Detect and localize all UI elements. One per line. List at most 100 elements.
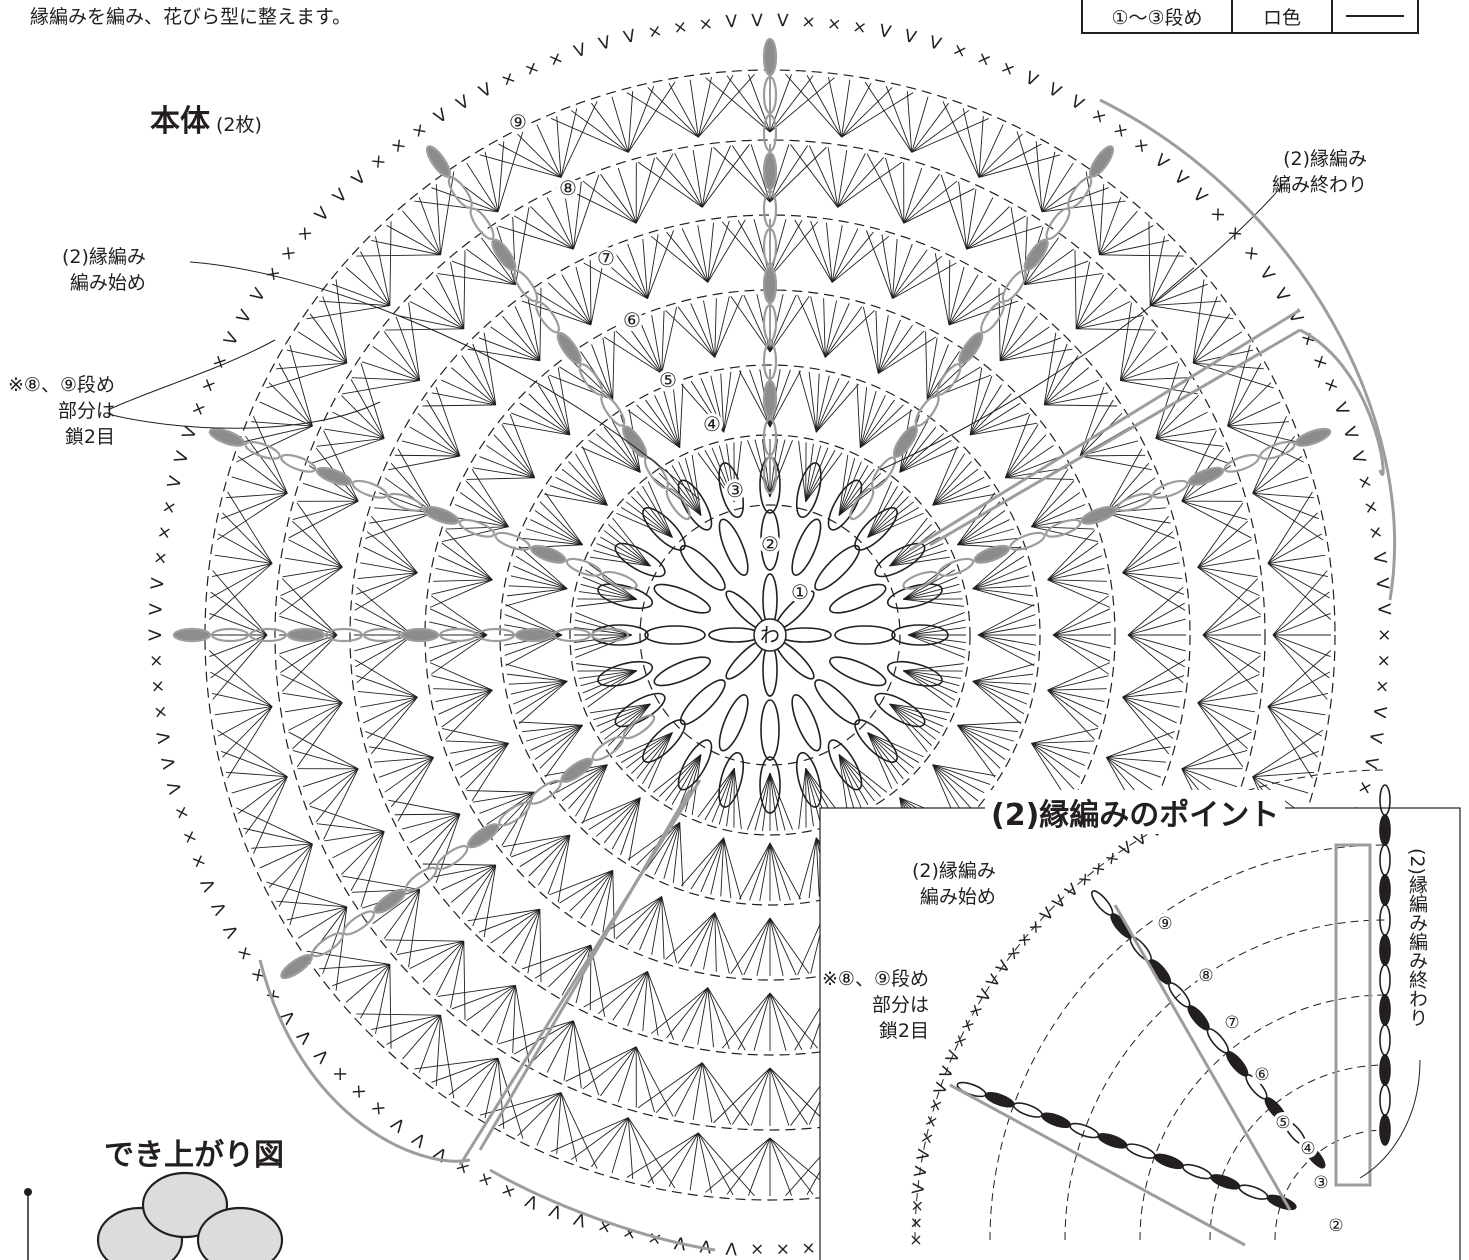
fan-stitch-line bbox=[211, 562, 273, 577]
fan-stitch-line bbox=[642, 732, 673, 785]
fan-stitch-line bbox=[236, 807, 313, 845]
fan-stitch-line bbox=[690, 303, 716, 358]
fan-stitch-line bbox=[388, 455, 461, 471]
fan-stitch-line bbox=[798, 837, 817, 900]
fan-stitch-line bbox=[467, 348, 540, 362]
inset-row-number: ③ bbox=[1313, 1173, 1328, 1193]
fan-stitch-line bbox=[723, 837, 732, 899]
fan-stitch-line bbox=[911, 96, 929, 153]
fan-stitch-line bbox=[628, 797, 641, 861]
fan-stitch-line bbox=[279, 655, 343, 704]
spoke-chain bbox=[973, 544, 1010, 564]
fan-stitch-line bbox=[769, 1137, 814, 1195]
fan-stitch-line bbox=[903, 576, 958, 600]
fan-stitch-line bbox=[1122, 675, 1185, 698]
spoke-chain bbox=[529, 779, 562, 805]
fan-stitch-line bbox=[611, 420, 641, 473]
fan-stitch-line bbox=[665, 754, 702, 802]
fan-stitch-line bbox=[862, 306, 879, 374]
fan-stitch-line bbox=[838, 754, 849, 815]
fan-stitch-line bbox=[1047, 579, 1109, 595]
fan-stitch-line bbox=[209, 634, 268, 657]
fan-stitch-line bbox=[707, 987, 714, 1048]
fan-stitch-line bbox=[1197, 502, 1244, 568]
fan-stitch-line bbox=[1155, 428, 1216, 439]
fan-stitch-line bbox=[1197, 539, 1252, 568]
fan-stitch-line bbox=[237, 776, 288, 814]
fan-stitch-line bbox=[493, 791, 536, 836]
fan-stitch-line bbox=[309, 805, 385, 833]
fan-stitch-line bbox=[580, 583, 637, 600]
fan-stitch-line bbox=[565, 1046, 637, 1082]
fan-stitch-line bbox=[555, 476, 608, 506]
edge-stitch: × bbox=[1371, 678, 1392, 694]
edge-stitch: × bbox=[150, 704, 172, 721]
fan-stitch-line bbox=[1272, 570, 1328, 636]
row-number: ⑥ bbox=[623, 308, 641, 332]
fan-stitch-line bbox=[378, 757, 434, 778]
fan-stitch-line bbox=[466, 162, 499, 213]
fan-stitch-line bbox=[1252, 415, 1287, 494]
fan-stitch-line bbox=[957, 537, 1018, 546]
fan-stitch-line bbox=[658, 754, 702, 798]
fan-stitch-line bbox=[1099, 225, 1154, 256]
fan-stitch-line bbox=[1252, 492, 1314, 499]
fan-stitch-line bbox=[588, 439, 641, 473]
fan-stitch-line bbox=[867, 732, 904, 780]
fan-stitch-line bbox=[288, 731, 359, 770]
fan-stitch-line bbox=[401, 813, 461, 830]
fan-stitch-line bbox=[600, 536, 651, 567]
fan-stitch-line bbox=[824, 306, 863, 358]
fan-stitch-line bbox=[957, 724, 996, 778]
fan-stitch-line bbox=[282, 566, 343, 578]
fan-stitch-line bbox=[1075, 300, 1131, 330]
spoke-chain bbox=[902, 570, 939, 590]
fan-stitch-line bbox=[790, 144, 839, 208]
fan-stitch-line bbox=[815, 383, 859, 433]
fan-stitch-line bbox=[582, 576, 637, 600]
fan-stitch-line bbox=[865, 230, 893, 299]
fan-stitch-line bbox=[561, 468, 608, 506]
fan-stitch-line bbox=[212, 570, 268, 636]
fan-stitch-line bbox=[1122, 531, 1174, 574]
fan-stitch-line bbox=[212, 634, 268, 700]
fan-stitch-line bbox=[978, 116, 984, 178]
fan-stitch-line bbox=[595, 433, 641, 473]
center-ring bbox=[753, 618, 787, 652]
fan-stitch-line bbox=[1155, 395, 1199, 439]
fan-stitch-line bbox=[431, 864, 496, 878]
fan-stitch-line bbox=[1119, 316, 1145, 381]
fan-stitch-line bbox=[615, 330, 663, 374]
fan-stitch-line bbox=[409, 940, 465, 970]
fan-stitch-line bbox=[642, 971, 649, 1032]
fan-stitch-line bbox=[797, 294, 826, 358]
fan-stitch-line bbox=[433, 688, 493, 691]
fan-stitch-line bbox=[1155, 437, 1224, 447]
fan-stitch-line bbox=[435, 813, 461, 884]
fan-stitch-line bbox=[217, 706, 273, 737]
fan-stitch-line bbox=[703, 912, 716, 970]
fan-stitch-line bbox=[978, 124, 1004, 178]
fan-stitch-line bbox=[969, 412, 1030, 436]
inset-spoke-chain bbox=[1379, 784, 1391, 816]
fan-stitch-line bbox=[323, 430, 359, 502]
spoke-chain bbox=[556, 332, 582, 365]
fan-stitch-line bbox=[636, 404, 681, 448]
fan-stitch-line bbox=[677, 306, 716, 358]
fan-stitch-line bbox=[1004, 424, 1039, 479]
inset-chain-note: ※⑧、⑨段め 部分は 鎖2目 bbox=[822, 966, 929, 1044]
fan-stitch-line bbox=[360, 562, 418, 574]
fan-stitch-line bbox=[556, 116, 562, 178]
fan-stitch-line bbox=[335, 906, 348, 991]
fan-stitch-line bbox=[550, 118, 629, 153]
inset-row-number: ② bbox=[1328, 1216, 1343, 1236]
fan-stitch-line bbox=[561, 764, 608, 802]
fan-stitch-line bbox=[1119, 331, 1157, 381]
fan-stitch-line bbox=[655, 1062, 703, 1113]
spoke-chain bbox=[1259, 440, 1296, 460]
fan-stitch-line bbox=[769, 439, 778, 498]
fan-stitch-line bbox=[1076, 328, 1155, 331]
fan-stitch-line bbox=[889, 523, 933, 567]
fan-stitch-line bbox=[471, 743, 509, 802]
fan-stitch-line bbox=[1267, 562, 1329, 577]
